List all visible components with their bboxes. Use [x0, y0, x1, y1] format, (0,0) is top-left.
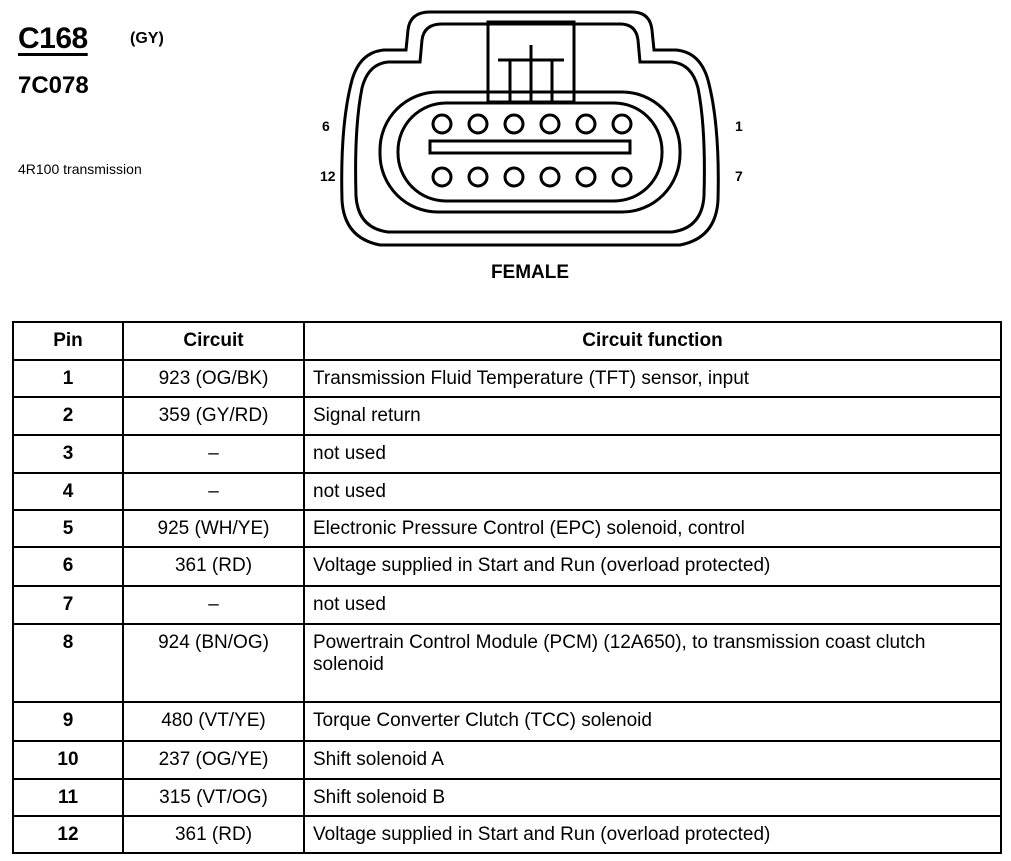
circuit-function: not used — [303, 434, 1002, 474]
table-row: 2 359 (GY/RD) Signal return — [12, 396, 1002, 436]
pin-number: 1 — [12, 359, 124, 398]
header-circuit-function: Circuit function — [303, 321, 1002, 361]
circuit-code: – — [122, 434, 305, 474]
pin-number: 9 — [12, 701, 124, 742]
table-row: 8 924 (BN/OG) Powertrain Control Module … — [12, 623, 1002, 703]
table-row: 7 – not used — [12, 585, 1002, 625]
table-row: 3 – not used — [12, 434, 1002, 474]
pin-number: 8 — [12, 623, 124, 703]
table-row: 11 315 (VT/OG) Shift solenoid B — [12, 778, 1002, 817]
pin-label-1: 1 — [735, 118, 743, 134]
circuit-code: 315 (VT/OG) — [122, 778, 305, 817]
pin-number: 6 — [12, 546, 124, 587]
circuit-function: Signal return — [303, 396, 1002, 436]
connector-gender-label: FEMALE — [490, 262, 570, 283]
header-circuit: Circuit — [122, 321, 305, 361]
connector-description: 4R100 transmission — [18, 161, 142, 177]
circuit-code: 237 (OG/YE) — [122, 740, 305, 780]
circuit-function: not used — [303, 585, 1002, 625]
circuit-function: Torque Converter Clutch (TCC) solenoid — [303, 701, 1002, 742]
table-row: 4 – not used — [12, 472, 1002, 511]
table-row: 6 361 (RD) Voltage supplied in Start and… — [12, 546, 1002, 587]
circuit-code: 925 (WH/YE) — [122, 509, 305, 548]
header-pin: Pin — [12, 321, 124, 361]
pin-number: 3 — [12, 434, 124, 474]
circuit-code: – — [122, 472, 305, 511]
table-row: 12 361 (RD) Voltage supplied in Start an… — [12, 815, 1002, 854]
pin-label-6: 6 — [322, 118, 330, 134]
circuit-function: Transmission Fluid Temperature (TFT) sen… — [303, 359, 1002, 398]
table-row: 10 237 (OG/YE) Shift solenoid A — [12, 740, 1002, 780]
connector-color-code: (GY) — [130, 30, 164, 47]
pin-label-12: 12 — [320, 168, 336, 184]
circuit-function: Shift solenoid B — [303, 778, 1002, 817]
circuit-function: Voltage supplied in Start and Run (overl… — [303, 815, 1002, 854]
pin-number: 10 — [12, 740, 124, 780]
circuit-function: Voltage supplied in Start and Run (overl… — [303, 546, 1002, 587]
circuit-function: Electronic Pressure Control (EPC) soleno… — [303, 509, 1002, 548]
table-row: 5 925 (WH/YE) Electronic Pressure Contro… — [12, 509, 1002, 548]
part-number: 7C078 — [18, 72, 89, 99]
circuit-code: – — [122, 585, 305, 625]
circuit-code: 924 (BN/OG) — [122, 623, 305, 703]
table-header-row: Pin Circuit Circuit function — [12, 321, 1002, 361]
circuit-function: Powertrain Control Module (PCM) (12A650)… — [303, 623, 1002, 703]
pin-number: 11 — [12, 778, 124, 817]
connector-face-diagram — [340, 10, 720, 247]
pin-number: 4 — [12, 472, 124, 511]
pin-number: 7 — [12, 585, 124, 625]
table-row: 1 923 (OG/BK) Transmission Fluid Tempera… — [12, 359, 1002, 398]
circuit-code: 361 (RD) — [122, 815, 305, 854]
circuit-function: Shift solenoid A — [303, 740, 1002, 780]
table-row: 9 480 (VT/YE) Torque Converter Clutch (T… — [12, 701, 1002, 742]
circuit-code: 923 (OG/BK) — [122, 359, 305, 398]
connector-id: C168 — [18, 22, 88, 55]
pin-number: 2 — [12, 396, 124, 436]
circuit-function: not used — [303, 472, 1002, 511]
circuit-code: 361 (RD) — [122, 546, 305, 587]
pin-number: 5 — [12, 509, 124, 548]
pinout-table: Pin Circuit Circuit function 1 923 (OG/B… — [12, 321, 1002, 854]
circuit-code: 359 (GY/RD) — [122, 396, 305, 436]
pin-number: 12 — [12, 815, 124, 854]
circuit-code: 480 (VT/YE) — [122, 701, 305, 742]
terminal-cavities — [431, 113, 633, 188]
pin-label-7: 7 — [735, 168, 743, 184]
